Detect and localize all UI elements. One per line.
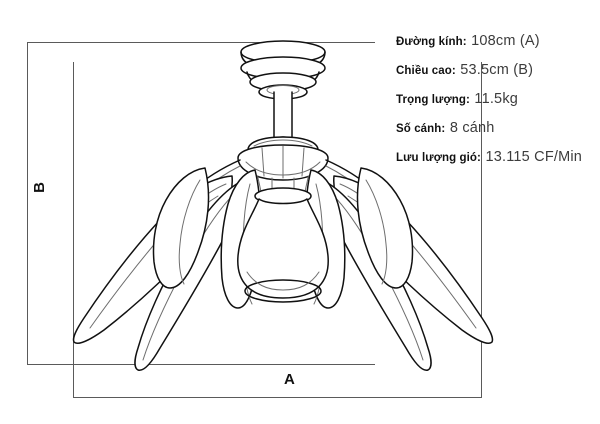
dimension-label-b: B <box>29 181 49 194</box>
spec-value-height: 53.5cm (B) <box>460 62 534 78</box>
spec-label-height: Chiều cao: <box>396 65 456 77</box>
spec-row-airflow: Lưu lượng gió: 13.115 CF/Min <box>396 149 596 165</box>
spec-row-blade-count: Số cánh: 8 cánh <box>396 120 596 136</box>
spec-value-airflow: 13.115 CF/Min <box>485 149 583 165</box>
dimension-label-a: A <box>283 370 296 389</box>
spec-value-weight: 11.5kg <box>474 91 519 107</box>
spec-row-diameter: Đường kính: 108cm (A) <box>396 33 596 49</box>
spec-row-height: Chiều cao: 53.5cm (B) <box>396 62 596 78</box>
spec-row-weight: Trọng lượng: 11.5kg <box>396 91 596 107</box>
spec-value-diameter: 108cm (A) <box>471 33 540 49</box>
specification-list: Đường kính: 108cm (A) Chiều cao: 53.5cm … <box>396 33 596 178</box>
spec-label-blade-count: Số cánh: <box>396 123 446 135</box>
spec-label-airflow: Lưu lượng gió: <box>396 152 481 164</box>
spec-value-blade-count: 8 cánh <box>449 120 495 136</box>
spec-label-weight: Trọng lượng: <box>396 94 470 106</box>
spec-label-diameter: Đường kính: <box>396 36 467 48</box>
